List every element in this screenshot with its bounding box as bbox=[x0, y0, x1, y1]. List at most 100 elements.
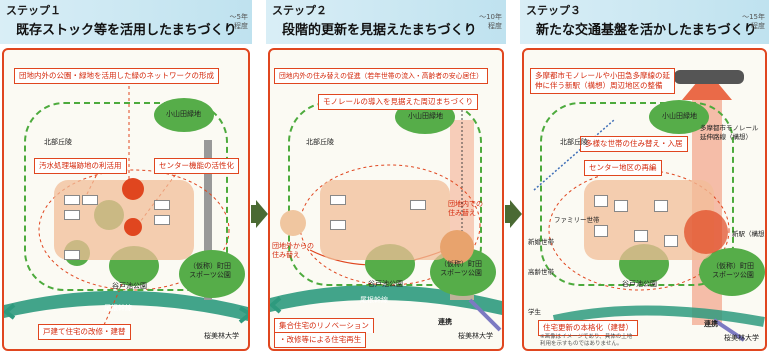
road-ridge bbox=[552, 305, 765, 327]
green-network-ring bbox=[540, 102, 734, 286]
callout-renovation-1: 集合住宅のリノベーション bbox=[274, 318, 374, 333]
green-oyamada bbox=[649, 100, 709, 134]
step2-map: 団地内外の住み替えの促進（若年世帯の流入・高齢者の安心居住） モノレールの導入を… bbox=[268, 48, 504, 351]
step1-header bbox=[0, 0, 252, 44]
road-ridge bbox=[4, 290, 248, 322]
label-yato: 谷戸池公園 bbox=[368, 280, 403, 288]
building bbox=[654, 200, 668, 212]
step1-label: ステップ１ bbox=[6, 4, 61, 17]
building bbox=[154, 200, 170, 210]
callout-houses: 戸建て住宅の改修・建替 bbox=[38, 324, 131, 340]
label-road: 尾根幹線 bbox=[104, 304, 132, 312]
label-kitano: 北部丘陵 bbox=[560, 138, 588, 146]
label-sports: （仮称）町田 スポーツ公園 bbox=[440, 260, 482, 277]
callout-renovation-2: ・改修等による住宅再生 bbox=[274, 332, 367, 348]
building bbox=[614, 200, 628, 212]
building bbox=[594, 195, 608, 207]
step1-title: 既存ストック等を活用したまちづくり bbox=[16, 23, 237, 38]
step3-header bbox=[520, 0, 769, 44]
callout-sewage: 汚水処理場跡地の利活用 bbox=[34, 158, 127, 174]
area-outline bbox=[38, 169, 230, 291]
step2-period: ～10年 程度 bbox=[479, 13, 502, 30]
step1-map: 団地内外の公園・緑地を活用した緑のネットワークの形成 汚水処理場跡地の利活用 セ… bbox=[2, 48, 250, 351]
label-oyamada: 小山田緑地 bbox=[662, 112, 697, 120]
callout-center: センター地区の再編 bbox=[584, 160, 662, 176]
step1-period: ～5年 程度 bbox=[229, 13, 248, 30]
label-monorail: 多摩都市モノレール 延伸路線（構想） bbox=[700, 124, 759, 141]
label-univ: 桜美林大学 bbox=[458, 332, 493, 340]
label-oyamada: 小山田緑地 bbox=[408, 112, 443, 120]
callout-monorail: モノレールの導入を見据えた周辺まちづくり bbox=[318, 94, 478, 110]
label-univ: 桜美林大学 bbox=[204, 332, 239, 340]
callout-center: センター機能の活性化 bbox=[154, 158, 239, 174]
step2-panel: ステップ２ 段階的更新を見据えたまちづくり ～10年 程度 団地内外の住み替えの… bbox=[266, 0, 506, 353]
step-arrow-1 bbox=[251, 205, 257, 223]
odakyu-line bbox=[533, 119, 615, 191]
gray-road bbox=[204, 140, 212, 300]
label-yato: 谷戸池公園 bbox=[622, 280, 657, 288]
green-network-ring bbox=[24, 102, 228, 291]
step3-title: 新たな交通基盤を活かしたまちづくり bbox=[536, 23, 757, 38]
road-arrow-left bbox=[4, 303, 16, 320]
residents-photo bbox=[440, 230, 474, 264]
note-outer-move: 団地外からの 住み替え bbox=[272, 242, 314, 259]
green-sports bbox=[179, 250, 245, 298]
label-sports: （仮称）町田 スポーツ公園 bbox=[189, 262, 231, 279]
building bbox=[594, 225, 608, 237]
label-yato: 谷戸池公園 bbox=[112, 282, 147, 290]
building bbox=[64, 250, 80, 260]
green-oyamada bbox=[154, 98, 214, 132]
green-sports bbox=[699, 248, 765, 296]
link-arrow bbox=[712, 318, 746, 342]
label-elder: 高齢世帯 bbox=[528, 268, 554, 276]
building bbox=[64, 195, 80, 205]
step2-title: 段階的更新を見据えたまちづくり bbox=[282, 23, 477, 38]
building bbox=[330, 195, 346, 205]
step2-label: ステップ２ bbox=[272, 4, 327, 17]
callout-diverse: 多様な世帯の住み替え・入居 bbox=[580, 136, 688, 152]
building bbox=[664, 235, 678, 247]
building bbox=[154, 215, 170, 225]
building bbox=[634, 230, 648, 242]
label-newlywed: 新婚世帯 bbox=[528, 238, 554, 246]
label-kitano: 北部丘陵 bbox=[306, 138, 334, 146]
label-family: ファミリー世帯 bbox=[554, 216, 600, 224]
step2-header bbox=[266, 0, 506, 44]
leader-line bbox=[103, 279, 125, 326]
building bbox=[82, 195, 98, 205]
step-arrow-2 bbox=[505, 205, 511, 223]
building bbox=[330, 220, 346, 230]
step3-map: 多摩都市モノレールや小田急多摩線の延 伸に伴う新駅（構想）周辺地区の整備 多様な… bbox=[522, 48, 767, 351]
step3-label: ステップ３ bbox=[526, 4, 581, 17]
label-station: 新駅（構想 bbox=[732, 230, 765, 238]
label-kitano: 北部丘陵 bbox=[44, 138, 72, 146]
callout-rebuild: 住宅更新の本格化（建替） bbox=[538, 320, 638, 336]
callout-new-station: 多摩都市モノレールや小田急多摩線の延 伸に伴う新駅（構想）周辺地区の整備 bbox=[530, 68, 675, 94]
center-marker bbox=[124, 218, 142, 236]
label-sports: （仮称）町田 スポーツ公園 bbox=[712, 262, 754, 279]
family-icon bbox=[280, 210, 306, 236]
step3-panel: ステップ３ 新たな交通基盤を活かしたまちづくり ～15年 程度 多摩都市モノレー… bbox=[520, 0, 769, 353]
label-oyamada: 小山田緑地 bbox=[166, 110, 201, 118]
label-univ: 桜美林大学 bbox=[724, 334, 759, 342]
label-renkei: 連携 bbox=[438, 318, 452, 326]
step1-panel: ステップ１ 既存ストック等を活用したまちづくり ～5年 程度 bbox=[0, 0, 252, 353]
building bbox=[64, 210, 80, 220]
label-renkei: 連携 bbox=[704, 320, 718, 328]
monorail-arrow-head bbox=[682, 70, 732, 100]
step3-period: ～15年 程度 bbox=[742, 13, 765, 30]
road-arrow-right bbox=[238, 306, 248, 324]
label-road: 尾根幹線 bbox=[360, 296, 388, 304]
callout-green-network: 団地内外の公園・緑地を活用した緑のネットワークの形成 bbox=[14, 68, 219, 84]
label-student: 学生 bbox=[528, 308, 541, 316]
step-arrow-1-head bbox=[256, 200, 268, 228]
note-inner-move: 団地内での 住み替え bbox=[448, 200, 483, 217]
road-arrow-left bbox=[270, 296, 282, 314]
new-station-marker bbox=[684, 210, 728, 254]
building bbox=[410, 200, 426, 210]
step1-map-graphics bbox=[4, 80, 248, 326]
monorail-train bbox=[674, 70, 744, 84]
link-arrow bbox=[468, 298, 502, 332]
step-arrow-2-head bbox=[510, 200, 522, 228]
disclaimer: ※画像はイメージであり、具体の土地 利用を示すものではありません。 bbox=[540, 334, 633, 347]
